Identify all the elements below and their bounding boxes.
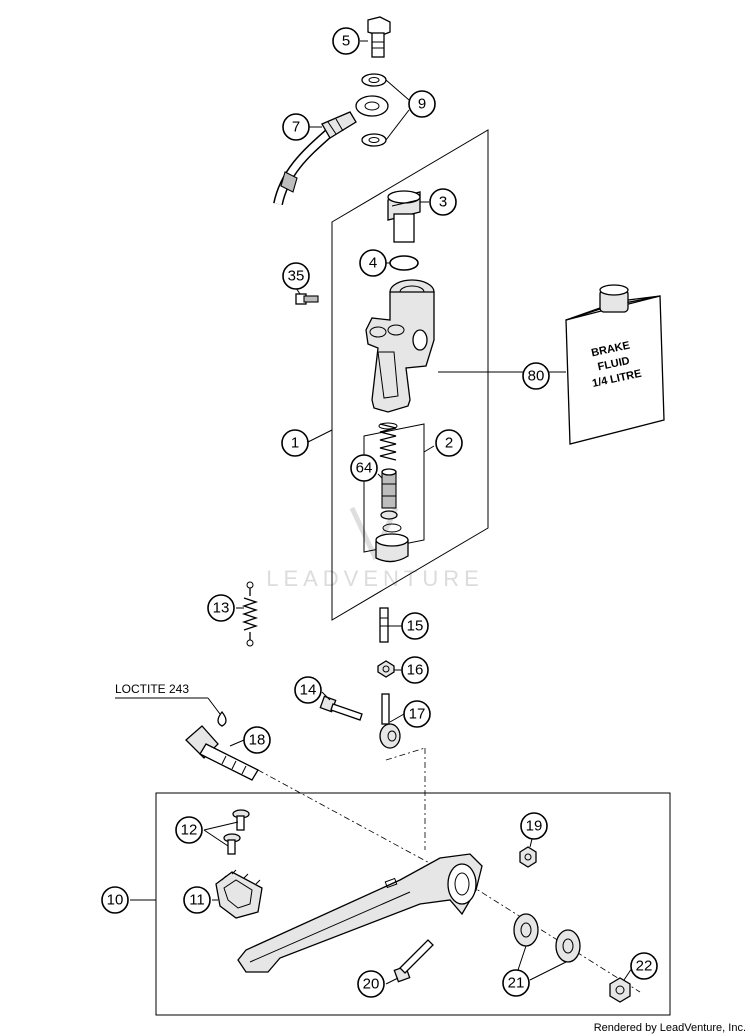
svg-text:1: 1 <box>291 435 299 452</box>
svg-text:14: 14 <box>300 682 317 699</box>
callout-3: 3 <box>429 188 457 216</box>
callout-64: 64 <box>350 454 378 482</box>
svg-text:17: 17 <box>409 706 426 723</box>
callout-4: 4 <box>359 249 387 277</box>
svg-text:18: 18 <box>249 732 266 749</box>
svg-text:20: 20 <box>363 976 380 993</box>
svg-text:21: 21 <box>508 975 525 992</box>
svg-text:13: 13 <box>213 600 230 617</box>
callout-12: 12 <box>175 816 203 844</box>
svg-text:35: 35 <box>288 268 305 285</box>
callout-18: 18 <box>243 726 271 754</box>
flange-nut <box>609 977 631 1003</box>
callout-14: 14 <box>294 676 322 704</box>
callout-35: 35 <box>282 262 310 290</box>
brake-pedal <box>237 853 483 973</box>
callout-20: 19 <box>520 812 548 840</box>
banjo-bolt <box>367 16 391 58</box>
master-cylinder <box>365 279 435 413</box>
svg-text:9: 9 <box>418 96 426 113</box>
watermark: LEADVENTURE <box>266 506 484 591</box>
washers <box>361 73 387 147</box>
rod-end <box>379 693 401 749</box>
svg-text:11: 11 <box>189 892 205 909</box>
callout-10: 10 <box>101 886 129 914</box>
bolt-19 <box>393 939 434 983</box>
brake-pedal-box <box>155 792 671 1016</box>
reservoir-fitting <box>387 190 421 243</box>
brake-fluid-bottle: BRAKE FLUID 1/4 LITRE <box>565 284 665 445</box>
svg-text:5: 5 <box>342 33 350 50</box>
bearings <box>513 913 581 963</box>
piston-kit <box>375 422 409 563</box>
callout-5: 5 <box>332 27 360 55</box>
callout-21: 21 <box>502 969 530 997</box>
svg-text:7: 7 <box>292 119 300 136</box>
return-spring <box>241 581 259 647</box>
callout-22: 22 <box>630 952 658 980</box>
svg-text:2: 2 <box>445 435 453 452</box>
screw-35 <box>295 293 319 305</box>
lock-nut <box>377 660 395 678</box>
svg-text:15: 15 <box>407 618 424 635</box>
loctite-drop <box>217 710 227 727</box>
callout-7: 7 <box>282 113 310 141</box>
pedal-step <box>215 869 263 919</box>
svg-text:4: 4 <box>369 255 377 272</box>
callout-13: 13 <box>207 594 235 622</box>
master-cylinder-box <box>331 129 489 621</box>
watermark-text: LEADVENTURE <box>266 566 484 591</box>
svg-text:22: 22 <box>636 958 653 975</box>
callout-9: 9 <box>408 90 436 118</box>
callout-19: 20 <box>357 970 385 998</box>
callout-15: 15 <box>401 612 429 640</box>
render-credit: Rendered by LeadVenture, Inc. <box>593 1022 746 1034</box>
callout-11: 11 <box>183 886 211 914</box>
callout-80: 80 <box>522 362 550 390</box>
callouts: 5 9 7 3 4 35 80 1 2 64 13 15 16 14 17 18… <box>101 27 658 998</box>
pedal-screws <box>223 809 250 855</box>
callout-17: 17 <box>403 700 431 728</box>
piston-kit-box <box>363 423 425 553</box>
o-ring <box>389 255 419 271</box>
svg-text:10: 10 <box>107 892 124 909</box>
callout-2: 2 <box>435 429 463 457</box>
svg-text:3: 3 <box>439 194 447 211</box>
nut-20 <box>519 846 537 868</box>
svg-text:16: 16 <box>407 662 424 679</box>
push-rod <box>379 607 389 643</box>
svg-text:80: 80 <box>528 368 545 385</box>
svg-text:19: 19 <box>526 818 543 835</box>
callout-1: 1 <box>281 429 309 457</box>
bolt-14 <box>319 695 363 721</box>
svg-text:12: 12 <box>181 822 198 839</box>
loctite-label: LOCTITE 243 <box>115 682 189 696</box>
brake-hose <box>273 95 389 206</box>
svg-text:64: 64 <box>356 460 373 477</box>
callout-16: 16 <box>401 656 429 684</box>
pivot-bolt <box>185 725 259 781</box>
